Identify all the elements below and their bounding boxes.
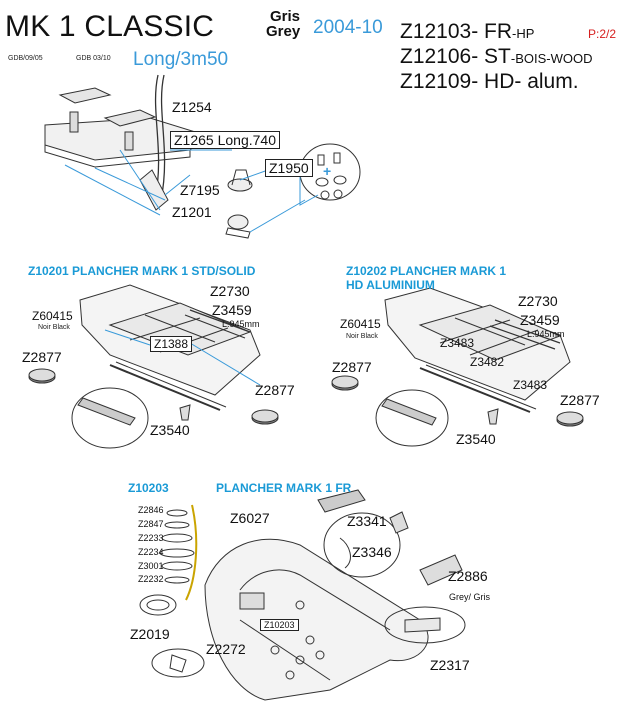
part-label-z3540: Z3540	[150, 422, 190, 438]
stack-label-z2232: Z2232	[138, 574, 164, 584]
part-label-z60415-hd: Z60415	[340, 317, 381, 331]
code-st-suffix: -BOIS-WOOD	[510, 51, 593, 66]
code-st-main: Z12106- ST	[400, 45, 511, 68]
part-note-noir-black-hd: Noir Black	[346, 333, 378, 340]
part-label-z1254: Z1254	[172, 99, 212, 115]
part-label-z2877-right: Z2877	[255, 382, 295, 398]
part-label-z7195: Z7195	[180, 182, 220, 198]
code-hd: Z12109- HD- alum.	[400, 70, 579, 93]
page-number: P:2/2	[588, 27, 617, 41]
part-label-z3483-top: Z3483	[440, 336, 475, 350]
part-label-z10203: Z10203	[260, 619, 299, 631]
color-grey-label: Grey	[266, 23, 301, 40]
part-label-z3341: Z3341	[347, 513, 387, 529]
stack-label-z2234: Z2234	[138, 547, 164, 557]
part-label-z2272: Z2272	[206, 641, 246, 657]
section-title-mark1-fr: PLANCHER MARK 1 FR	[216, 481, 352, 495]
section-title-z10201: Z10201 PLANCHER MARK 1 STD/SOLID	[28, 264, 256, 278]
code-fr-suffix: -HP	[512, 26, 535, 41]
part-note-length: L.945mm	[222, 319, 260, 329]
part-label-z3540-hd: Z3540	[456, 431, 496, 447]
code-st: Z12106- ST-BOIS-WOOD	[400, 45, 593, 69]
part-label-z1265: Z1265 Long.740	[170, 131, 280, 149]
part-label-z3482: Z3482	[470, 355, 505, 369]
part-label-z60415: Z60415	[32, 309, 73, 323]
gdb-revision-1: GDB/09/05	[8, 55, 43, 62]
stack-label-z2233: Z2233	[138, 533, 164, 543]
part-label-z2317: Z2317	[430, 657, 470, 673]
section-title-z10202: Z10202 PLANCHER MARK 1	[346, 264, 507, 278]
part-label-z2730-hd: Z2730	[518, 293, 558, 309]
code-fr: Z12103- FR-HP	[400, 20, 534, 44]
stack-label-z2847: Z2847	[138, 519, 164, 529]
part-label-z2877-hd-left: Z2877	[332, 359, 372, 375]
revision-date: 2004-10	[313, 17, 383, 38]
part-note-noir-black: Noir Black	[38, 324, 70, 331]
part-label-z1388: Z1388	[150, 336, 193, 352]
color-gris-label: Gris	[270, 8, 301, 25]
code-fr-main: Z12103- FR	[400, 20, 513, 43]
part-note-length-hd: L.945mm	[527, 329, 565, 339]
part-label-z6027: Z6027	[230, 510, 270, 526]
part-label-z2877-left: Z2877	[22, 349, 62, 365]
part-label-z3346: Z3346	[352, 544, 392, 560]
svg-text:+: +	[323, 163, 331, 179]
gdb-revision-2: GDB 03/10	[76, 55, 111, 62]
stack-label-z3001: Z3001	[138, 561, 164, 571]
part-label-z3459: Z3459	[212, 302, 252, 318]
length-label: Long/3m50	[133, 49, 229, 70]
part-note-grey-gris: Grey/ Gris	[449, 592, 491, 602]
part-label-z2886: Z2886	[448, 568, 488, 584]
stack-label-z2846: Z2846	[138, 505, 164, 515]
section-code-z10203: Z10203	[128, 481, 169, 495]
part-label-z2877-hd-right: Z2877	[560, 392, 600, 408]
part-label-z3483-bottom: Z3483	[513, 378, 548, 392]
part-label-z2730: Z2730	[210, 283, 250, 299]
part-label-z1201: Z1201	[172, 204, 212, 220]
part-label-z1950: Z1950	[265, 159, 313, 177]
section-subtitle-z10202: HD ALUMINIUM	[346, 278, 435, 292]
part-label-z2019: Z2019	[130, 626, 170, 642]
part-label-z3459-hd: Z3459	[520, 312, 560, 328]
model-title: MK 1 CLASSIC	[5, 10, 215, 43]
